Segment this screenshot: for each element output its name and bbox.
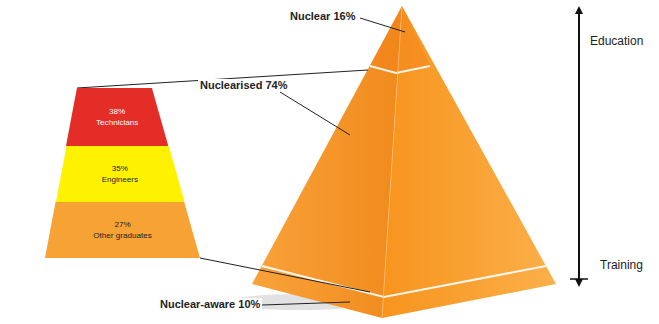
layer-label: Nuclearised 74% xyxy=(198,79,289,91)
band-box: 27%Other graduates xyxy=(45,202,200,258)
band-box: 38%Technicians xyxy=(66,88,168,146)
category-text: Engineers xyxy=(56,174,185,185)
axis-label: Education xyxy=(588,34,645,48)
percent-text: 35% xyxy=(56,163,185,174)
layer-label: Nuclear-aware 10% xyxy=(158,298,262,310)
leader-line xyxy=(262,302,350,305)
band-shape xyxy=(45,202,200,258)
leader-line xyxy=(360,18,405,32)
axis-label: Training xyxy=(598,258,645,272)
band-box: 35%Engineers xyxy=(56,146,185,202)
double-arrow xyxy=(578,10,580,283)
percent-text: 27% xyxy=(45,219,200,230)
category-text: Technicians xyxy=(66,117,168,128)
leader-line xyxy=(280,92,350,135)
category-text: Other graduates xyxy=(45,230,200,241)
band-shape xyxy=(66,88,168,146)
layer-label: Nuclear 16% xyxy=(288,10,357,22)
band-shape xyxy=(56,146,185,202)
connection-line xyxy=(200,258,370,292)
percent-text: 38% xyxy=(66,106,168,117)
